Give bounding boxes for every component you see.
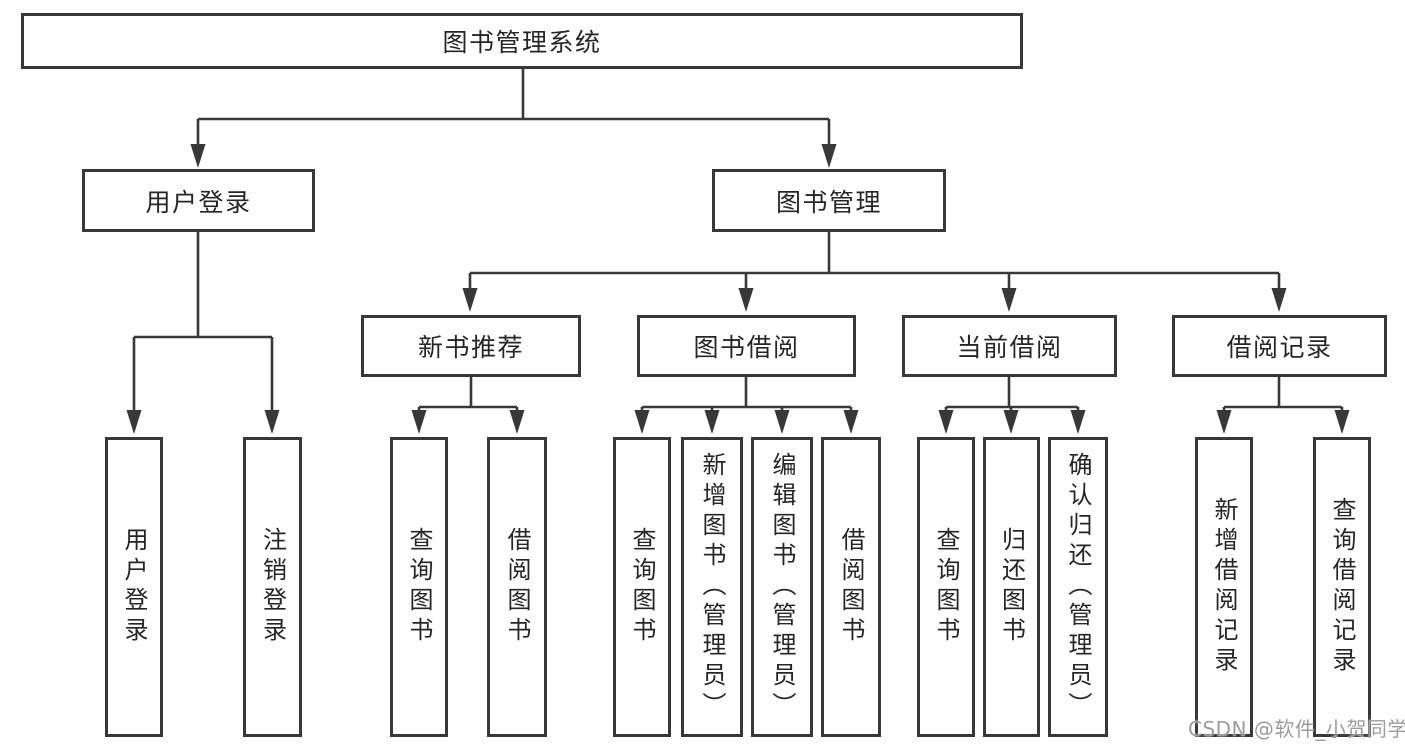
node-current-borrow-label: 当前借阅 — [956, 333, 1063, 362]
leaf-add-books-admin: 新增图书（管理员） — [681, 437, 743, 737]
leaf-query-books-3-label: 查询图书 — [932, 527, 960, 647]
node-new-book-recommend-label: 新书推荐 — [417, 333, 524, 362]
leaf-query-books-2-label: 查询图书 — [628, 527, 656, 647]
node-user-login: 用户登录 — [82, 169, 315, 232]
leaf-edit-books-admin-label: 编辑图书（管理员） — [768, 452, 796, 722]
node-book-borrow: 图书借阅 — [637, 315, 856, 377]
node-book-borrow-label: 图书借阅 — [693, 333, 800, 362]
node-user-login-label: 用户登录 — [145, 187, 252, 217]
node-borrow-records-label: 借阅记录 — [1226, 333, 1333, 362]
leaf-add-borrow-record: 新增借阅记录 — [1195, 437, 1253, 737]
leaf-add-borrow-record-label: 新增借阅记录 — [1210, 497, 1238, 677]
leaf-query-borrow-record-label: 查询借阅记录 — [1328, 497, 1356, 677]
leaf-borrow-books-1-label: 借阅图书 — [503, 527, 531, 647]
node-root: 图书管理系统 — [21, 13, 1023, 69]
leaf-add-books-admin-label: 新增图书（管理员） — [698, 452, 726, 722]
node-book-management-label: 图书管理 — [775, 187, 882, 217]
node-book-management: 图书管理 — [712, 169, 946, 232]
leaf-confirm-return-admin: 确认归还（管理员） — [1048, 437, 1108, 737]
node-root-label: 图书管理系统 — [442, 28, 602, 57]
node-borrow-records: 借阅记录 — [1172, 315, 1387, 377]
leaf-query-borrow-record: 查询借阅记录 — [1313, 437, 1371, 737]
leaf-user-login: 用户登录 — [105, 437, 163, 737]
node-current-borrow: 当前借阅 — [902, 315, 1117, 377]
leaf-confirm-return-admin-label: 确认归还（管理员） — [1064, 452, 1092, 722]
leaf-borrow-books-1: 借阅图书 — [487, 437, 547, 737]
leaf-edit-books-admin: 编辑图书（管理员） — [751, 437, 813, 737]
leaf-query-books-1-label: 查询图书 — [405, 527, 433, 647]
leaf-logout-label: 注销登录 — [258, 527, 287, 647]
leaf-return-books: 归还图书 — [983, 437, 1040, 737]
leaf-return-books-label: 归还图书 — [997, 527, 1026, 647]
leaf-query-books-3: 查询图书 — [917, 437, 975, 737]
csdn-watermark: CSDN @软件_小贺同学 — [1188, 717, 1405, 741]
leaf-borrow-books-2: 借阅图书 — [821, 437, 881, 737]
leaf-user-login-label: 用户登录 — [120, 527, 148, 647]
leaf-query-books-1: 查询图书 — [390, 437, 448, 737]
leaf-logout: 注销登录 — [243, 437, 302, 737]
node-new-book-recommend: 新书推荐 — [361, 315, 581, 377]
leaf-query-books-2: 查询图书 — [613, 437, 671, 737]
leaf-borrow-books-2-label: 借阅图书 — [837, 527, 865, 647]
